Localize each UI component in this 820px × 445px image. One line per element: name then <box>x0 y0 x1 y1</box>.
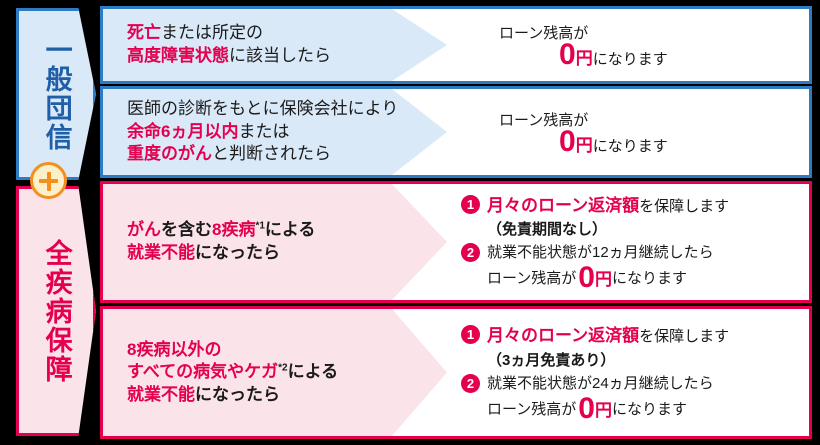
benefit-item-text: 月々のローン返済額を保障します <box>487 194 729 218</box>
benefit-line-prefix: ローン残高が <box>499 111 589 129</box>
condition-text: になったら <box>195 243 280 262</box>
emphasis-text: 高度障害状態 <box>127 46 229 65</box>
benefit-item-highlight: 月々のローン返済額 <box>487 326 640 346</box>
benefit-item-number: 2 <box>461 373 480 393</box>
benefit-continuation-suffix: になります <box>611 270 687 288</box>
benefit-item-subnote: （免責期間なし） <box>487 221 608 239</box>
condition-cell: 医師の診断をもとに保険会社により余命6ヵ月以内または重度のがんと判断されたら <box>103 89 447 175</box>
benefit-amount-suffix: になります <box>592 137 668 155</box>
condition-line: すべての病気やケガ*2による <box>127 361 338 384</box>
condition-line: 医師の診断をもとに保険会社により <box>127 98 398 121</box>
condition-lines: 死亡または所定の高度障害状態に該当したら <box>127 22 331 67</box>
condition-text: になったら <box>195 384 280 404</box>
emphasis-text: すべての病気やケガ <box>127 362 279 382</box>
condition-line: がんを含む8疾病*1による <box>127 219 315 242</box>
condition-text: 医師の診断をもとに保険会社により <box>127 99 399 119</box>
benefit-amount-value: 0 <box>559 124 576 158</box>
benefit-item-row: 1 月々のローン返済額を保障します <box>461 324 799 348</box>
benefit-item-number: 2 <box>461 243 480 263</box>
condition-cell: 8疾病以外のすべての病気やケガ*2による就業不能になったら <box>103 309 447 436</box>
benefit-item-text: 月々のローン返済額を保障します <box>487 324 729 348</box>
benefit-amount-unit: 円 <box>594 400 612 420</box>
benefit-item: 1 月々のローン返済額を保障します （免責期間なし） <box>461 193 799 242</box>
benefit-item-text: 就業不能状態が24ヵ月継続したら <box>487 373 714 394</box>
condition-text: または所定の <box>161 23 263 43</box>
benefit-item-row: 2 就業不能状態が24ヵ月継続したら <box>461 373 799 394</box>
condition-line: 重度のがんと判断されたら <box>127 143 398 166</box>
emphasis-text: 8疾病以外の <box>127 339 222 359</box>
benefit-amount-value: 0 <box>559 37 576 71</box>
condition-text: による <box>264 220 316 240</box>
emphasis-text: 余命6ヵ月以内 <box>127 121 239 141</box>
benefit-amount-suffix: になります <box>592 50 668 68</box>
benefit-item-subnote: （3ヵ月免責あり） <box>487 351 616 369</box>
benefit-item-row: 1 月々のローン返済額を保障します <box>461 194 799 218</box>
benefit-continuation-prefix: ローン残高が <box>487 270 577 288</box>
condition-lines: 医師の診断をもとに保険会社により余命6ヵ月以内または重度のがんと判断されたら <box>127 98 398 166</box>
benefit-continuation-suffix: になります <box>611 400 687 418</box>
benefit-item-highlight: 月々のローン返済額 <box>487 195 640 215</box>
footnote-marker: *1 <box>255 220 265 232</box>
benefit-cell: 1 月々のローン返済額を保障します （免責期間なし） 2 就業不能状態が12ヵ月継続した… <box>447 184 809 300</box>
emphasis-text: 就業不能 <box>127 243 195 262</box>
benefit-amount-unit: 円 <box>575 135 593 155</box>
condition-line: 余命6ヵ月以内または <box>127 121 398 144</box>
benefit-item-number: 1 <box>461 325 480 345</box>
side-label-all-disease-coverage: 全疾病保障 <box>16 186 96 436</box>
benefit-item-text: 就業不能状態が12ヵ月継続したら <box>487 242 714 263</box>
side-label-all-disease-coverage-text: 全疾病保障 <box>41 238 72 384</box>
emphasis-text: がん <box>127 220 161 240</box>
emphasis-text: 死亡 <box>127 23 161 43</box>
coverage-row: 医師の診断をもとに保険会社により余命6ヵ月以内または重度のがんと判断されたら ロ… <box>100 86 812 178</box>
benefit-item-body: を保障します <box>639 197 730 215</box>
benefit-line-prefix: ローン残高が <box>499 24 589 42</box>
condition-line: 就業不能になったら <box>127 384 338 407</box>
condition-lines: 8疾病以外のすべての病気やケガ*2による就業不能になったら <box>127 339 338 407</box>
plus-icon <box>30 162 67 199</box>
condition-line: 8疾病以外の <box>127 339 338 362</box>
benefit-item-number: 1 <box>461 194 480 214</box>
footnote-marker: *2 <box>278 362 288 374</box>
benefit-amount-line: 0円になります <box>499 37 799 71</box>
condition-line: 高度障害状態に該当したら <box>127 45 331 68</box>
benefit-continuation-prefix: ローン残高が <box>487 400 577 418</box>
side-label-general-insurance-text: 一般団信 <box>41 36 72 152</box>
benefit-amount-unit: 円 <box>575 48 593 68</box>
condition-text: または <box>238 121 290 141</box>
plus-icon-vertical-bar <box>46 171 51 191</box>
benefit-amount-line: 0円になります <box>499 124 799 158</box>
condition-cell: がんを含む8疾病*1による就業不能になったら <box>103 184 447 300</box>
benefit-item-row: 2 就業不能状態が12ヵ月継続したら <box>461 242 799 263</box>
benefit-amount-value: 0 <box>578 391 595 425</box>
benefit-item-body: 就業不能状態が12ヵ月継続したら <box>487 244 714 262</box>
benefit-item: 1 月々のローン返済額を保障します （3ヵ月免責あり） <box>461 323 799 372</box>
condition-line: 就業不能になったら <box>127 242 315 265</box>
condition-text: による <box>287 362 339 382</box>
condition-lines: がんを含む8疾病*1による就業不能になったら <box>127 219 315 264</box>
emphasis-text: 就業不能 <box>127 384 195 404</box>
emphasis-text: 重度のがん <box>127 144 212 164</box>
emphasis-text: 8疾病 <box>212 220 256 240</box>
benefit-amount-value: 0 <box>578 261 595 295</box>
condition-text: に該当したら <box>229 46 331 65</box>
condition-text: を含む <box>161 220 212 240</box>
condition-cell: 死亡または所定の高度障害状態に該当したら <box>103 9 447 81</box>
benefit-item-body: を保障します <box>639 328 730 346</box>
side-label-general-insurance: 一般団信 <box>16 8 96 180</box>
benefit-item-body: 就業不能状態が24ヵ月継続したら <box>487 374 714 392</box>
condition-text: と判断されたら <box>212 144 331 164</box>
condition-line: 死亡または所定の <box>127 22 331 45</box>
benefit-amount-unit: 円 <box>594 270 612 290</box>
benefit-cell: 1 月々のローン返済額を保障します （3ヵ月免責あり） 2 就業不能状態が24ヵ月継続し… <box>447 309 809 436</box>
